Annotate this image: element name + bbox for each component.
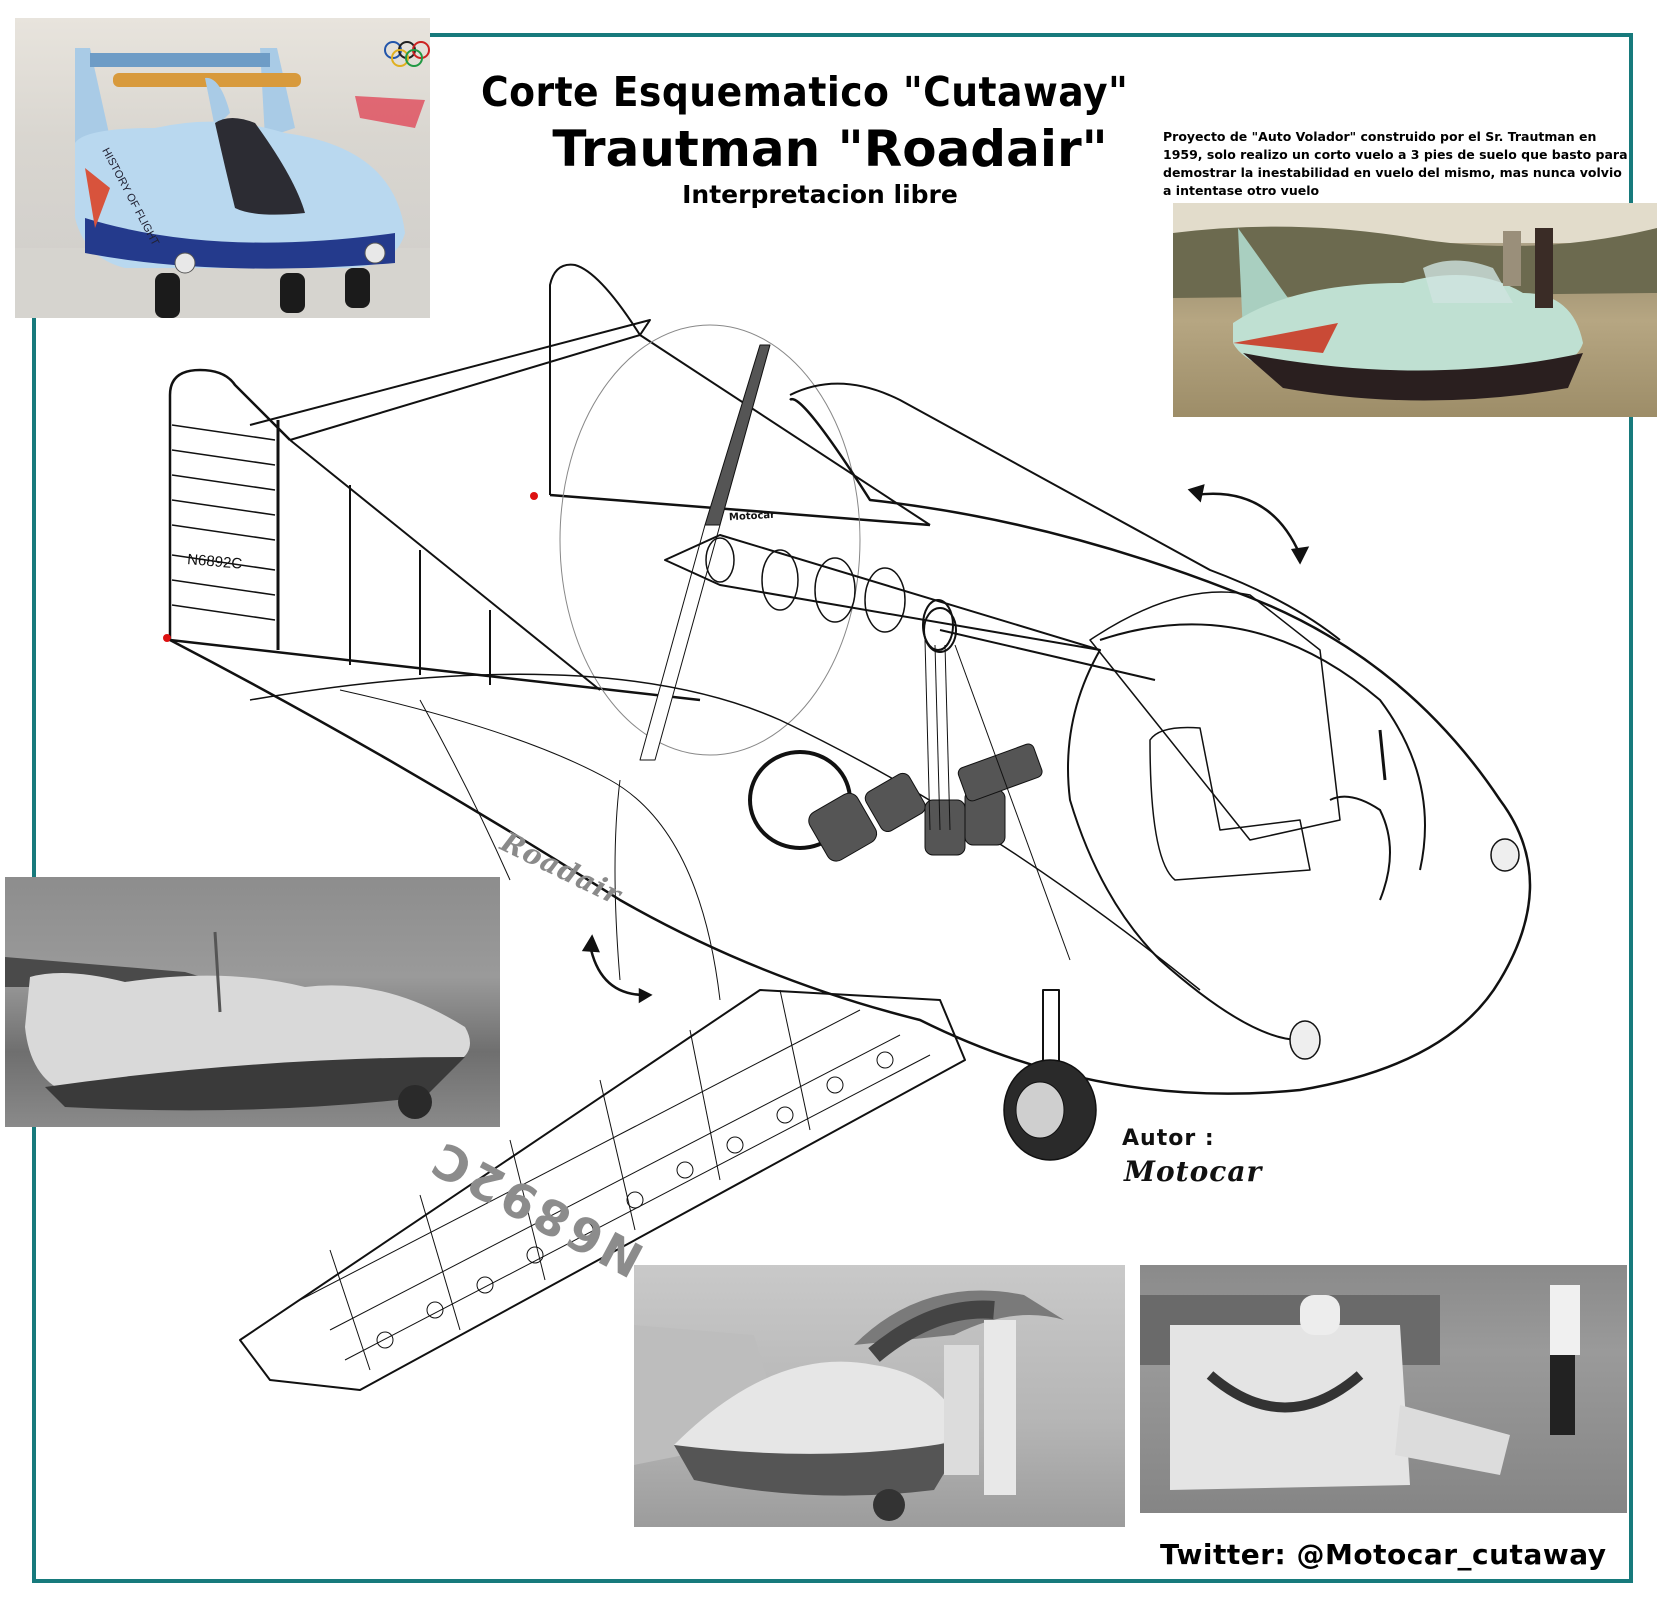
author-name: Motocar xyxy=(1124,1155,1263,1188)
rear-car-illustration xyxy=(1140,1285,1580,1490)
field-car-illustration xyxy=(1173,203,1657,401)
photo-engine-hood-open xyxy=(634,1265,1125,1527)
author-label: Autor : xyxy=(1122,1126,1215,1151)
photo-rear-view-wing xyxy=(1140,1265,1627,1513)
side-car-illustration xyxy=(5,931,470,1119)
photo-field-test xyxy=(1173,203,1657,417)
museum-car-illustration xyxy=(15,41,430,318)
photo-museum-front: HISTORY OF FLIGHT xyxy=(15,18,430,318)
twitter-handle: Twitter: @Motocar_cutaway xyxy=(1160,1538,1607,1571)
poster-frame xyxy=(32,33,1633,1583)
poster-title: Corte Esquematico "Cutaway" xyxy=(480,68,1129,116)
photo-side-view-bw xyxy=(5,877,500,1127)
history-description: Proyecto de "Auto Volador" construido po… xyxy=(1163,129,1628,198)
poster-subtitle: Trautman "Roadair" xyxy=(552,120,1108,178)
poster-tagline: Interpretacion libre xyxy=(682,180,958,209)
hood-car-illustration xyxy=(634,1290,1064,1521)
